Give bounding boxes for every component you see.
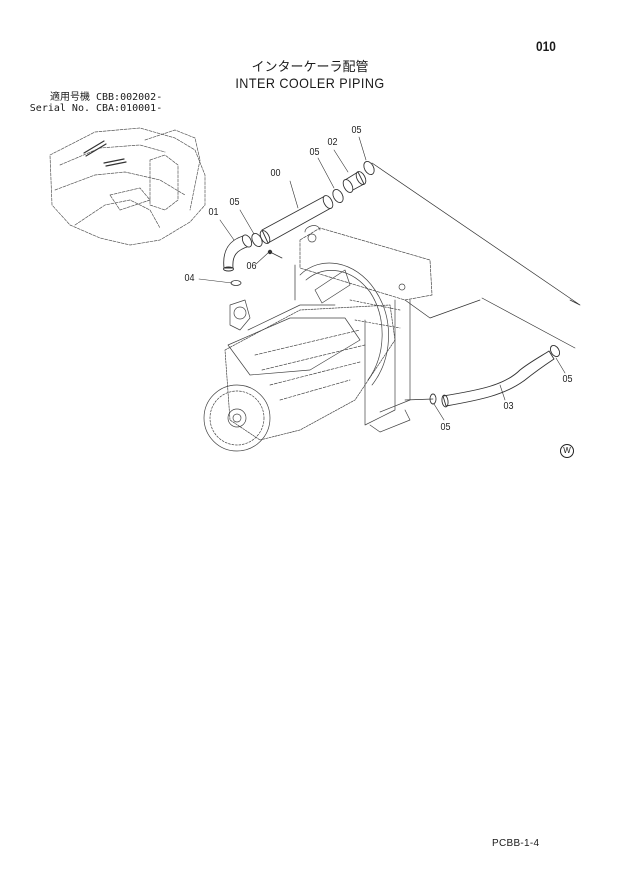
- serial-value: CBB:002002-: [96, 92, 163, 103]
- callout-03[interactable]: 03: [503, 401, 514, 412]
- hose-03: [441, 350, 555, 408]
- callout-05[interactable]: 05: [440, 422, 451, 433]
- callout-00[interactable]: 00: [270, 168, 281, 179]
- elbow-hose-01: [223, 234, 253, 272]
- footer-page-code: PCBB-1-4: [492, 838, 540, 849]
- serial-label: 適用号機: [50, 92, 90, 103]
- callout-06[interactable]: 06: [246, 261, 257, 272]
- page-title: INTER COOLER PIPING: [235, 75, 385, 91]
- serial-label: Serial No.: [29, 103, 90, 114]
- engine: [203, 299, 396, 452]
- bolt-06: [267, 249, 283, 259]
- pipe-00: [259, 195, 334, 244]
- serial-row: Serial No. CBA:010001-: [28, 103, 162, 114]
- leader-lines: [198, 136, 566, 421]
- serial-value: CBA:010001-: [96, 103, 163, 114]
- callout-05[interactable]: 05: [229, 197, 240, 208]
- clamp-04: [230, 280, 242, 286]
- reference-lines: [294, 162, 581, 401]
- page-number: 010: [536, 38, 556, 54]
- serial-applicability: 適用号機 CBB:002002- Serial No. CBA:010001-: [28, 92, 162, 114]
- callout-05[interactable]: 05: [309, 147, 320, 158]
- fan-shroud: [299, 262, 389, 386]
- hose-02: [342, 171, 367, 193]
- machine-overview: [49, 127, 206, 246]
- callout-02[interactable]: 02: [327, 137, 338, 148]
- serial-row: 適用号機 CBB:002002-: [28, 92, 162, 103]
- callout-01[interactable]: 01: [208, 207, 219, 218]
- radiator-intercooler: [299, 225, 433, 433]
- machine-handrails: [83, 140, 127, 167]
- page-title-japanese: インターケーラ配管: [251, 60, 369, 75]
- callout-05[interactable]: 05: [562, 374, 573, 385]
- w-marker-icon: W: [560, 444, 574, 458]
- callout-04[interactable]: 04: [184, 273, 195, 284]
- callout-05[interactable]: 05: [351, 125, 362, 136]
